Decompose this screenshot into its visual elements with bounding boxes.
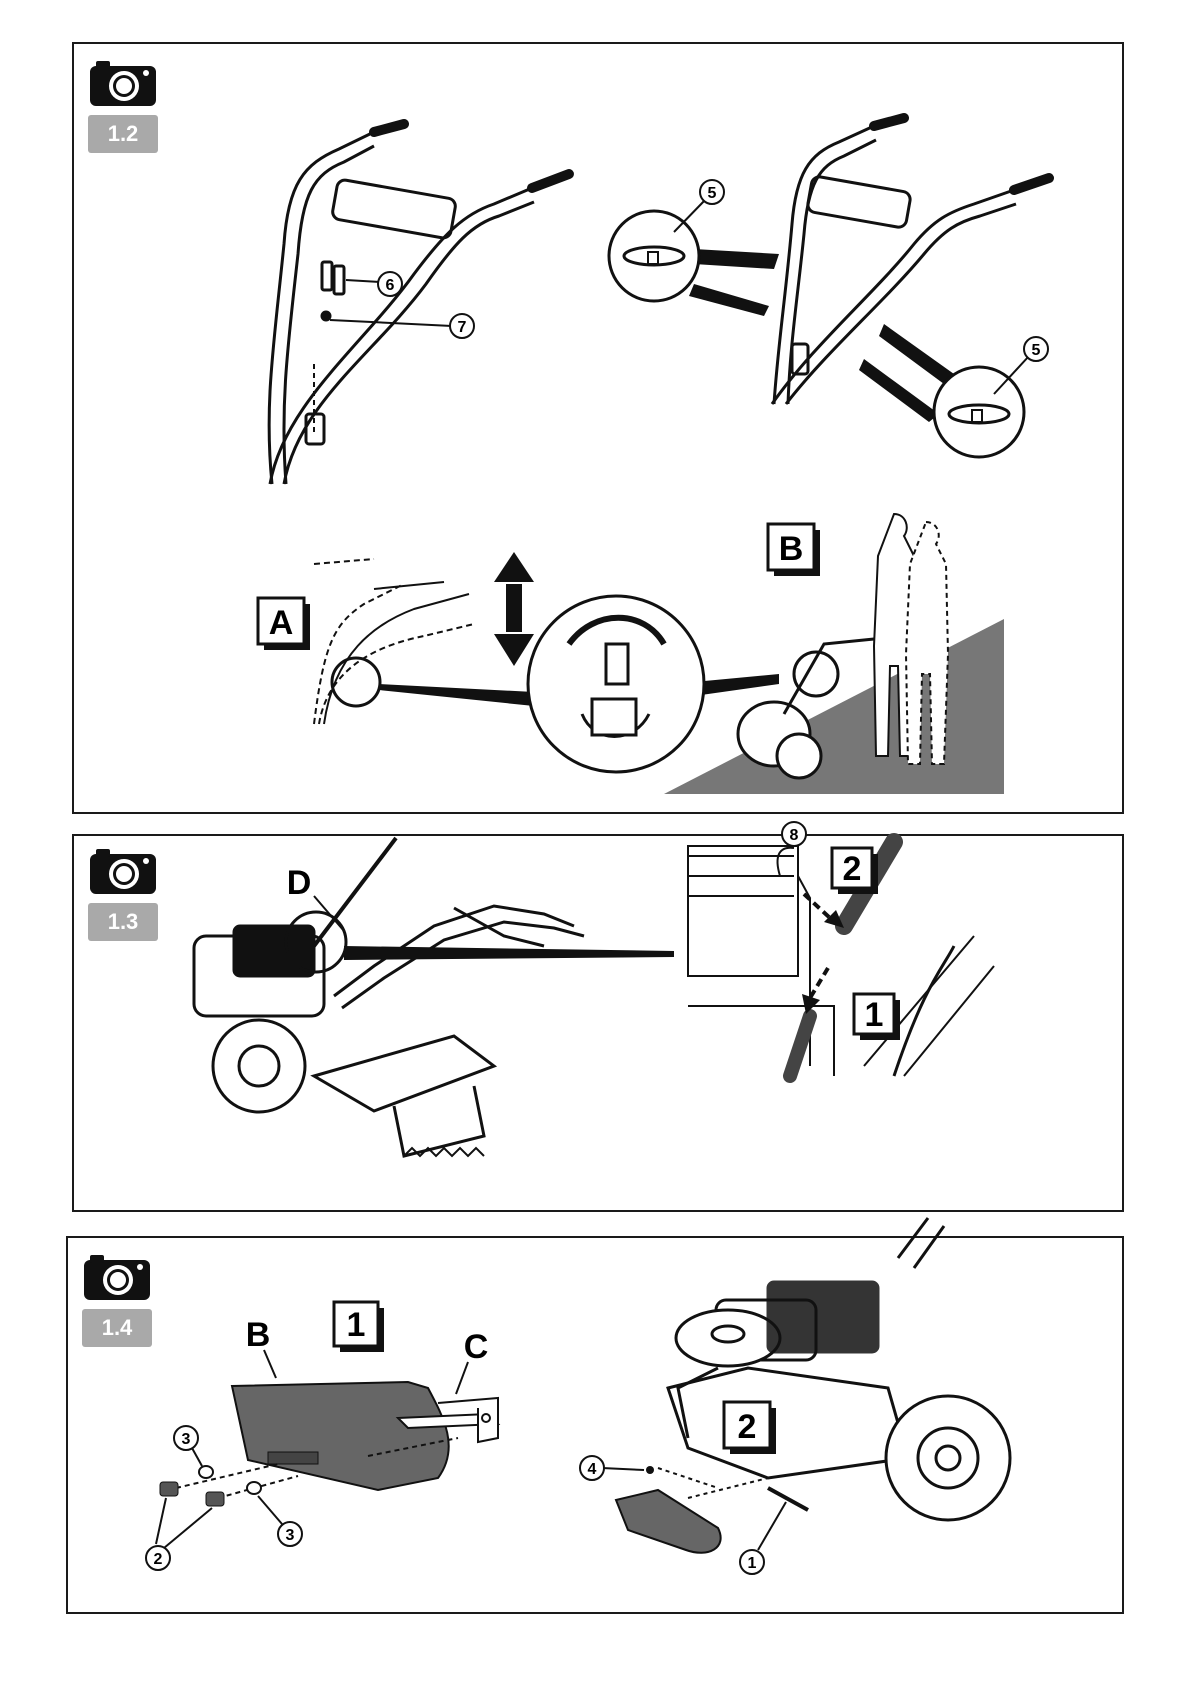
callout-1: 1 xyxy=(740,1502,786,1574)
rear-cover-part xyxy=(616,1490,721,1553)
svg-text:D: D xyxy=(287,864,312,902)
svg-text:C: C xyxy=(464,1328,489,1366)
handle-adjust-drawing xyxy=(314,559,474,724)
svg-text:5: 5 xyxy=(1032,342,1041,359)
position-b-label: B xyxy=(768,524,820,576)
ground-strip xyxy=(664,619,1004,794)
svg-text:1: 1 xyxy=(748,1555,757,1572)
svg-text:5: 5 xyxy=(708,185,717,202)
cable-tie-zoom-right xyxy=(859,324,1024,457)
svg-text:7: 7 xyxy=(458,319,467,336)
zoom-connector xyxy=(344,946,674,960)
letter-b: B xyxy=(246,1316,276,1378)
callout-5-right: 5 xyxy=(994,337,1048,394)
operator-figures xyxy=(874,514,948,764)
figure-1-3-panel: 1.3 D xyxy=(72,834,1124,1212)
tiller-drawing xyxy=(194,906,584,1156)
cover-b-drawing xyxy=(232,1382,449,1490)
svg-text:1: 1 xyxy=(865,996,884,1034)
callout-7: 7 xyxy=(330,314,474,338)
rotate-arrows-icon xyxy=(494,552,534,666)
svg-text:6: 6 xyxy=(386,277,395,294)
step-1-label: 1 xyxy=(854,994,900,1040)
callout-4: 4 xyxy=(580,1456,644,1480)
callout-2: 2 xyxy=(146,1498,212,1570)
svg-text:3: 3 xyxy=(182,1431,191,1448)
step-1-label: 1 xyxy=(334,1302,384,1352)
arrow-step-1 xyxy=(802,968,828,1014)
step-2-label: 2 xyxy=(832,848,878,894)
letter-c: C xyxy=(456,1328,488,1394)
handlebar-drawing-right xyxy=(772,118,1049,404)
bolts-and-washers xyxy=(160,1466,261,1506)
cable-tie-zoom-left xyxy=(609,211,779,316)
figure-1-4-illustration: B C 1 3 3 2 xyxy=(68,1238,1126,1616)
svg-text:3: 3 xyxy=(286,1527,295,1544)
figure-1-4-panel: 1.4 B C xyxy=(66,1236,1124,1614)
callout-5-left: 5 xyxy=(674,180,724,232)
pivot-zoom xyxy=(379,596,779,772)
svg-text:A: A xyxy=(269,604,294,642)
callout-6: 6 xyxy=(346,272,402,296)
svg-text:B: B xyxy=(779,530,804,568)
svg-text:1: 1 xyxy=(347,1306,366,1344)
svg-text:2: 2 xyxy=(843,850,862,888)
svg-text:B: B xyxy=(246,1316,271,1354)
figure-1-3-illustration: D 8 2 xyxy=(74,836,1126,1214)
svg-text:8: 8 xyxy=(790,827,799,844)
callout-3-right: 3 xyxy=(258,1496,302,1546)
svg-text:4: 4 xyxy=(588,1461,597,1478)
handlebar-drawing-left xyxy=(269,124,569,484)
svg-text:2: 2 xyxy=(738,1408,757,1446)
svg-text:2: 2 xyxy=(154,1551,163,1568)
dipstick-rod xyxy=(314,838,396,946)
figure-1-2-panel: 1.2 xyxy=(72,42,1124,814)
callout-3-left: 3 xyxy=(174,1426,202,1466)
tiller-with-cover-drawing xyxy=(668,1218,1010,1520)
figure-1-2-illustration: 5 5 6 7 xyxy=(74,44,1126,816)
position-a-label: A xyxy=(258,598,310,650)
step-2-label: 2 xyxy=(724,1402,776,1454)
